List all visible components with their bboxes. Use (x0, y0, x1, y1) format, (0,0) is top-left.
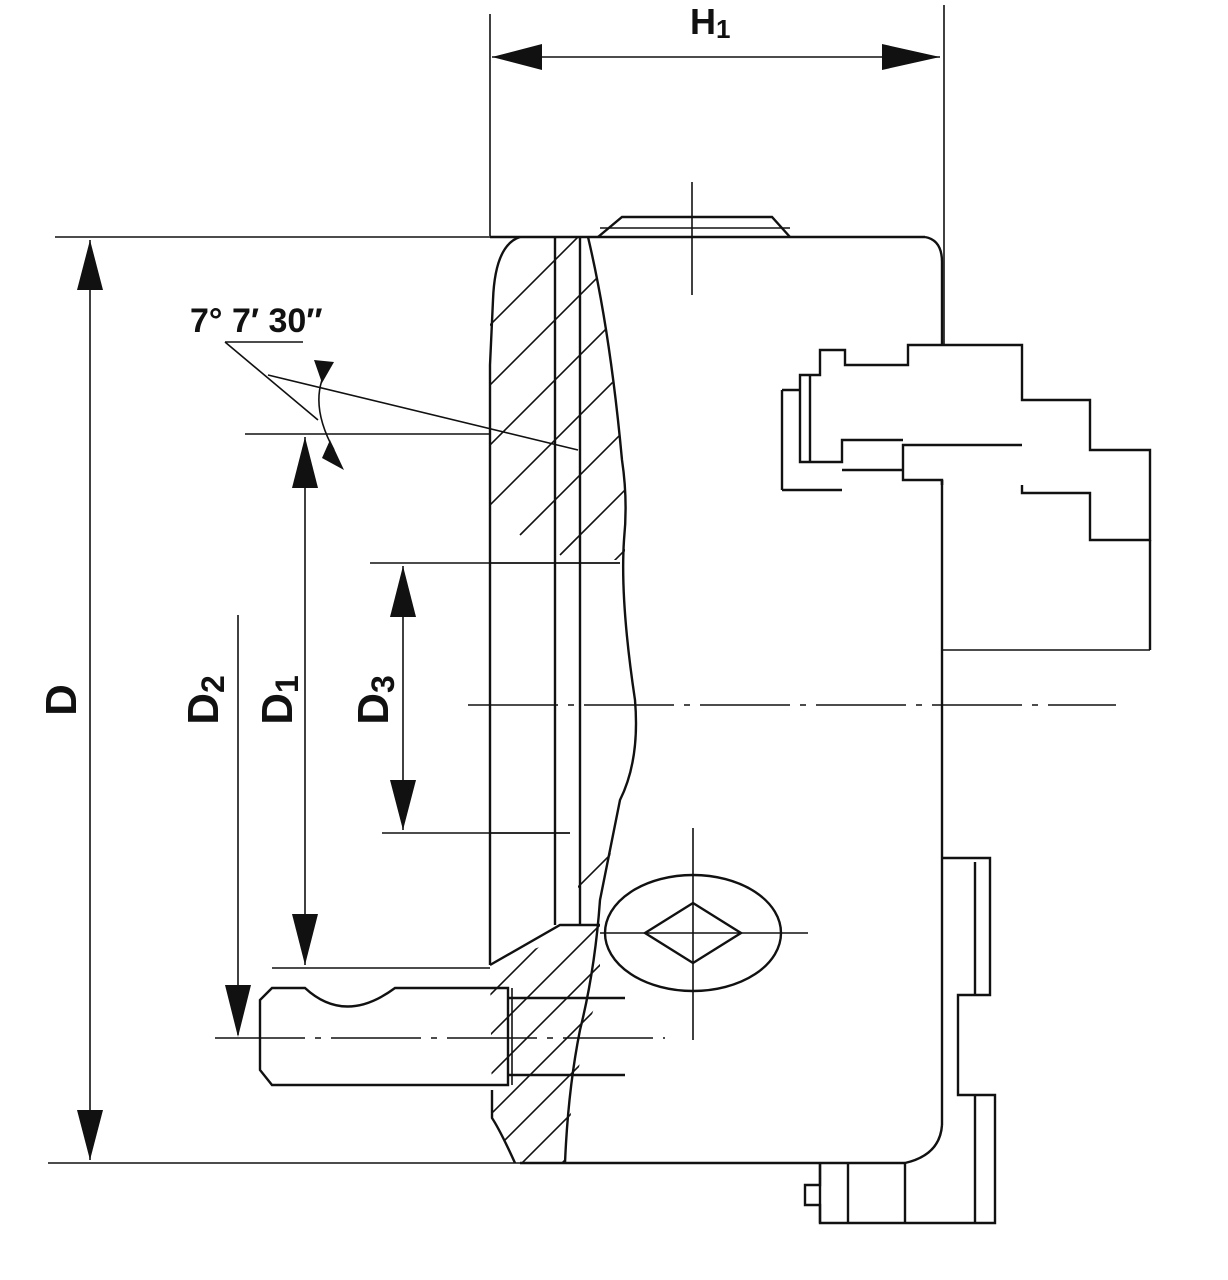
label-d: D (37, 684, 86, 716)
d-arrow-bottom (77, 1110, 103, 1160)
dimension-d1: D1 (245, 433, 490, 969)
d1-arrow-bottom (292, 914, 318, 965)
h1-arrow-right (882, 44, 940, 70)
d1-arrow-top (292, 437, 318, 488)
dimension-h1: H1 (489, 1, 945, 345)
dimension-d2: D2 (179, 615, 251, 1037)
angle-arrow-bottom (322, 440, 344, 470)
angle-arrow-top (314, 360, 334, 383)
d3-arrow-bottom (390, 780, 416, 830)
dimension-d3: D3 (349, 562, 620, 834)
h1-arrow-left (492, 44, 542, 70)
bottom-jaw (803, 1163, 975, 1225)
chuck-body (488, 182, 944, 1165)
top-jaw (780, 343, 1152, 651)
right-jaw (942, 856, 997, 1225)
d3-arrow-top (390, 566, 416, 617)
taper-angle-annotation: 7° 7′ 30″ (190, 302, 579, 470)
d2-arrow-bottom (225, 985, 251, 1037)
key-socket (600, 828, 808, 1040)
mounting-bolt (215, 986, 665, 1087)
d-arrow-top (77, 240, 103, 290)
dimension-d: D (37, 236, 520, 1164)
label-angle: 7° 7′ 30″ (190, 302, 323, 340)
label-h1: H1 (690, 1, 730, 44)
section-hatching (490, 237, 625, 1163)
label-d2: D2 (179, 675, 231, 725)
label-d3: D3 (349, 675, 401, 725)
label-d1: D1 (253, 675, 305, 725)
